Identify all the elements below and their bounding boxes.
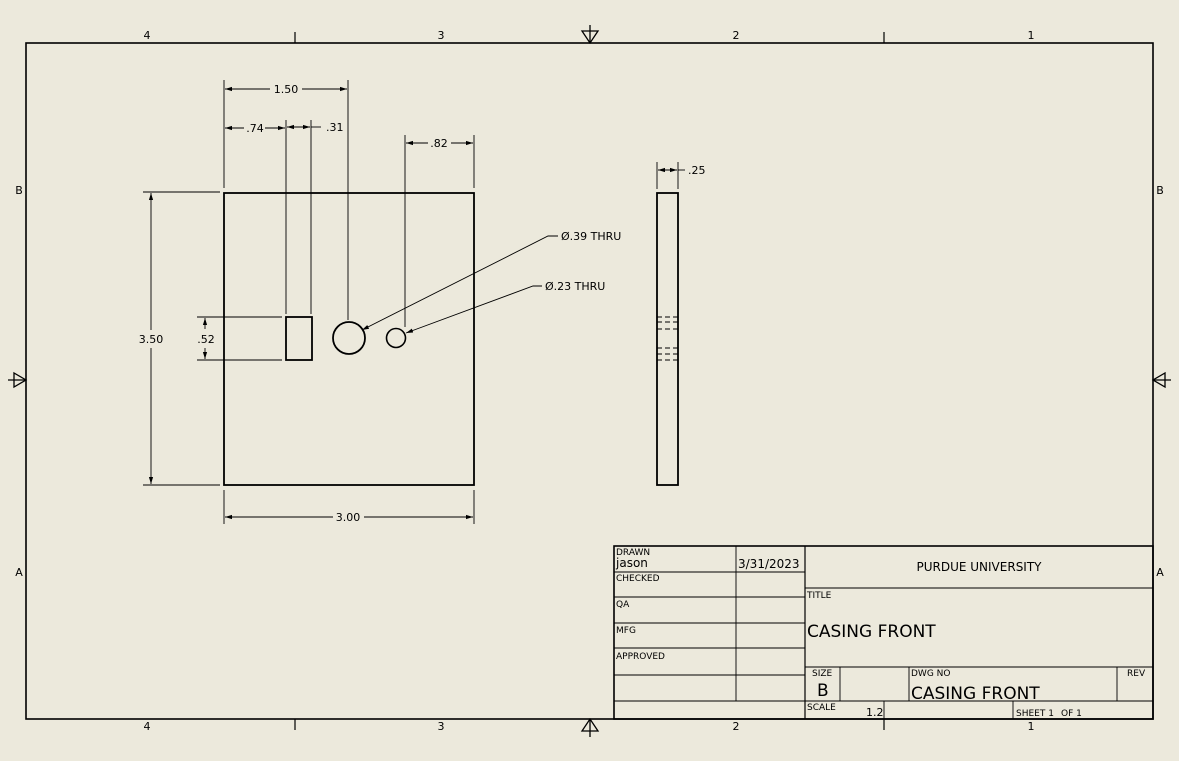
hidden-lines xyxy=(657,316,678,361)
callout-leaders xyxy=(361,235,558,334)
tb-scale-label: SCALE xyxy=(807,703,836,713)
side-view xyxy=(656,192,679,486)
zone-col-2-top: 2 xyxy=(733,29,740,42)
tb-rev-label: REV xyxy=(1127,669,1146,679)
zone-row-a-left: A xyxy=(15,566,23,579)
zone-row-b-right: B xyxy=(1156,184,1164,197)
center-mark-bottom xyxy=(580,717,600,737)
slot-outline xyxy=(285,316,313,361)
tb-qa-label: QA xyxy=(616,600,630,610)
tb-sheet-label: SHEET 1 xyxy=(1016,709,1054,719)
zone-col-3-top: 3 xyxy=(438,29,445,42)
zone-ticks xyxy=(294,32,885,730)
tb-title-label: TITLE xyxy=(806,591,832,601)
zone-col-4-top: 4 xyxy=(144,29,151,42)
dim-height: 3.50 xyxy=(139,333,164,346)
zone-col-3-bottom: 3 xyxy=(438,720,445,733)
tb-sheet-of: OF 1 xyxy=(1061,709,1082,719)
large-hole xyxy=(332,321,366,355)
tb-size: B xyxy=(817,681,829,701)
tb-title: CASING FRONT xyxy=(807,622,936,642)
tb-company: PURDUE UNIVERSITY xyxy=(916,560,1042,574)
tb-dwg-no: CASING FRONT xyxy=(911,684,1040,704)
sheet-border xyxy=(25,42,1154,720)
extension-lines xyxy=(143,80,679,524)
tb-scale: 1.2 xyxy=(866,706,884,719)
zone-col-1-bottom: 1 xyxy=(1028,720,1035,733)
tb-checked-label: CHECKED xyxy=(616,574,660,584)
title-block xyxy=(613,545,1154,720)
tb-mfg-label: MFG xyxy=(616,626,636,636)
callout-large-hole: Ø.39 THRU xyxy=(561,230,621,243)
plate-outline xyxy=(223,192,475,486)
dim-slot-left: .74 xyxy=(246,122,264,135)
tb-drawn-label: DRAWN xyxy=(616,548,650,558)
tb-drawn-date: 3/31/2023 xyxy=(738,557,800,571)
zone-row-b-left: B xyxy=(15,184,23,197)
dim-width: 3.00 xyxy=(336,511,361,524)
tb-approved-label: APPROVED xyxy=(616,652,665,662)
dimension-lines xyxy=(148,86,685,520)
dim-slot-height: .52 xyxy=(197,333,215,346)
dim-hole-large-x: 1.50 xyxy=(274,83,299,96)
zone-row-a-right: A xyxy=(1156,566,1164,579)
dim-thickness: .25 xyxy=(688,164,706,177)
side-outline xyxy=(656,192,679,486)
zone-col-1-top: 1 xyxy=(1028,29,1035,42)
zone-col-4-bottom: 4 xyxy=(144,720,151,733)
tb-dwg-no-label: DWG NO xyxy=(911,669,950,679)
center-mark-top xyxy=(580,25,600,45)
small-hole xyxy=(385,327,407,349)
front-view xyxy=(223,192,475,486)
tb-drawn-by: jason xyxy=(615,556,648,570)
center-mark-left xyxy=(8,371,28,389)
callout-small-hole: Ø.23 THRU xyxy=(545,280,605,293)
dim-slot-width: .31 xyxy=(326,121,344,134)
zone-col-2-bottom: 2 xyxy=(733,720,740,733)
dim-hole-small-offset: .82 xyxy=(430,137,448,150)
tb-size-label: SIZE xyxy=(812,669,833,679)
center-mark-right xyxy=(1151,371,1171,389)
